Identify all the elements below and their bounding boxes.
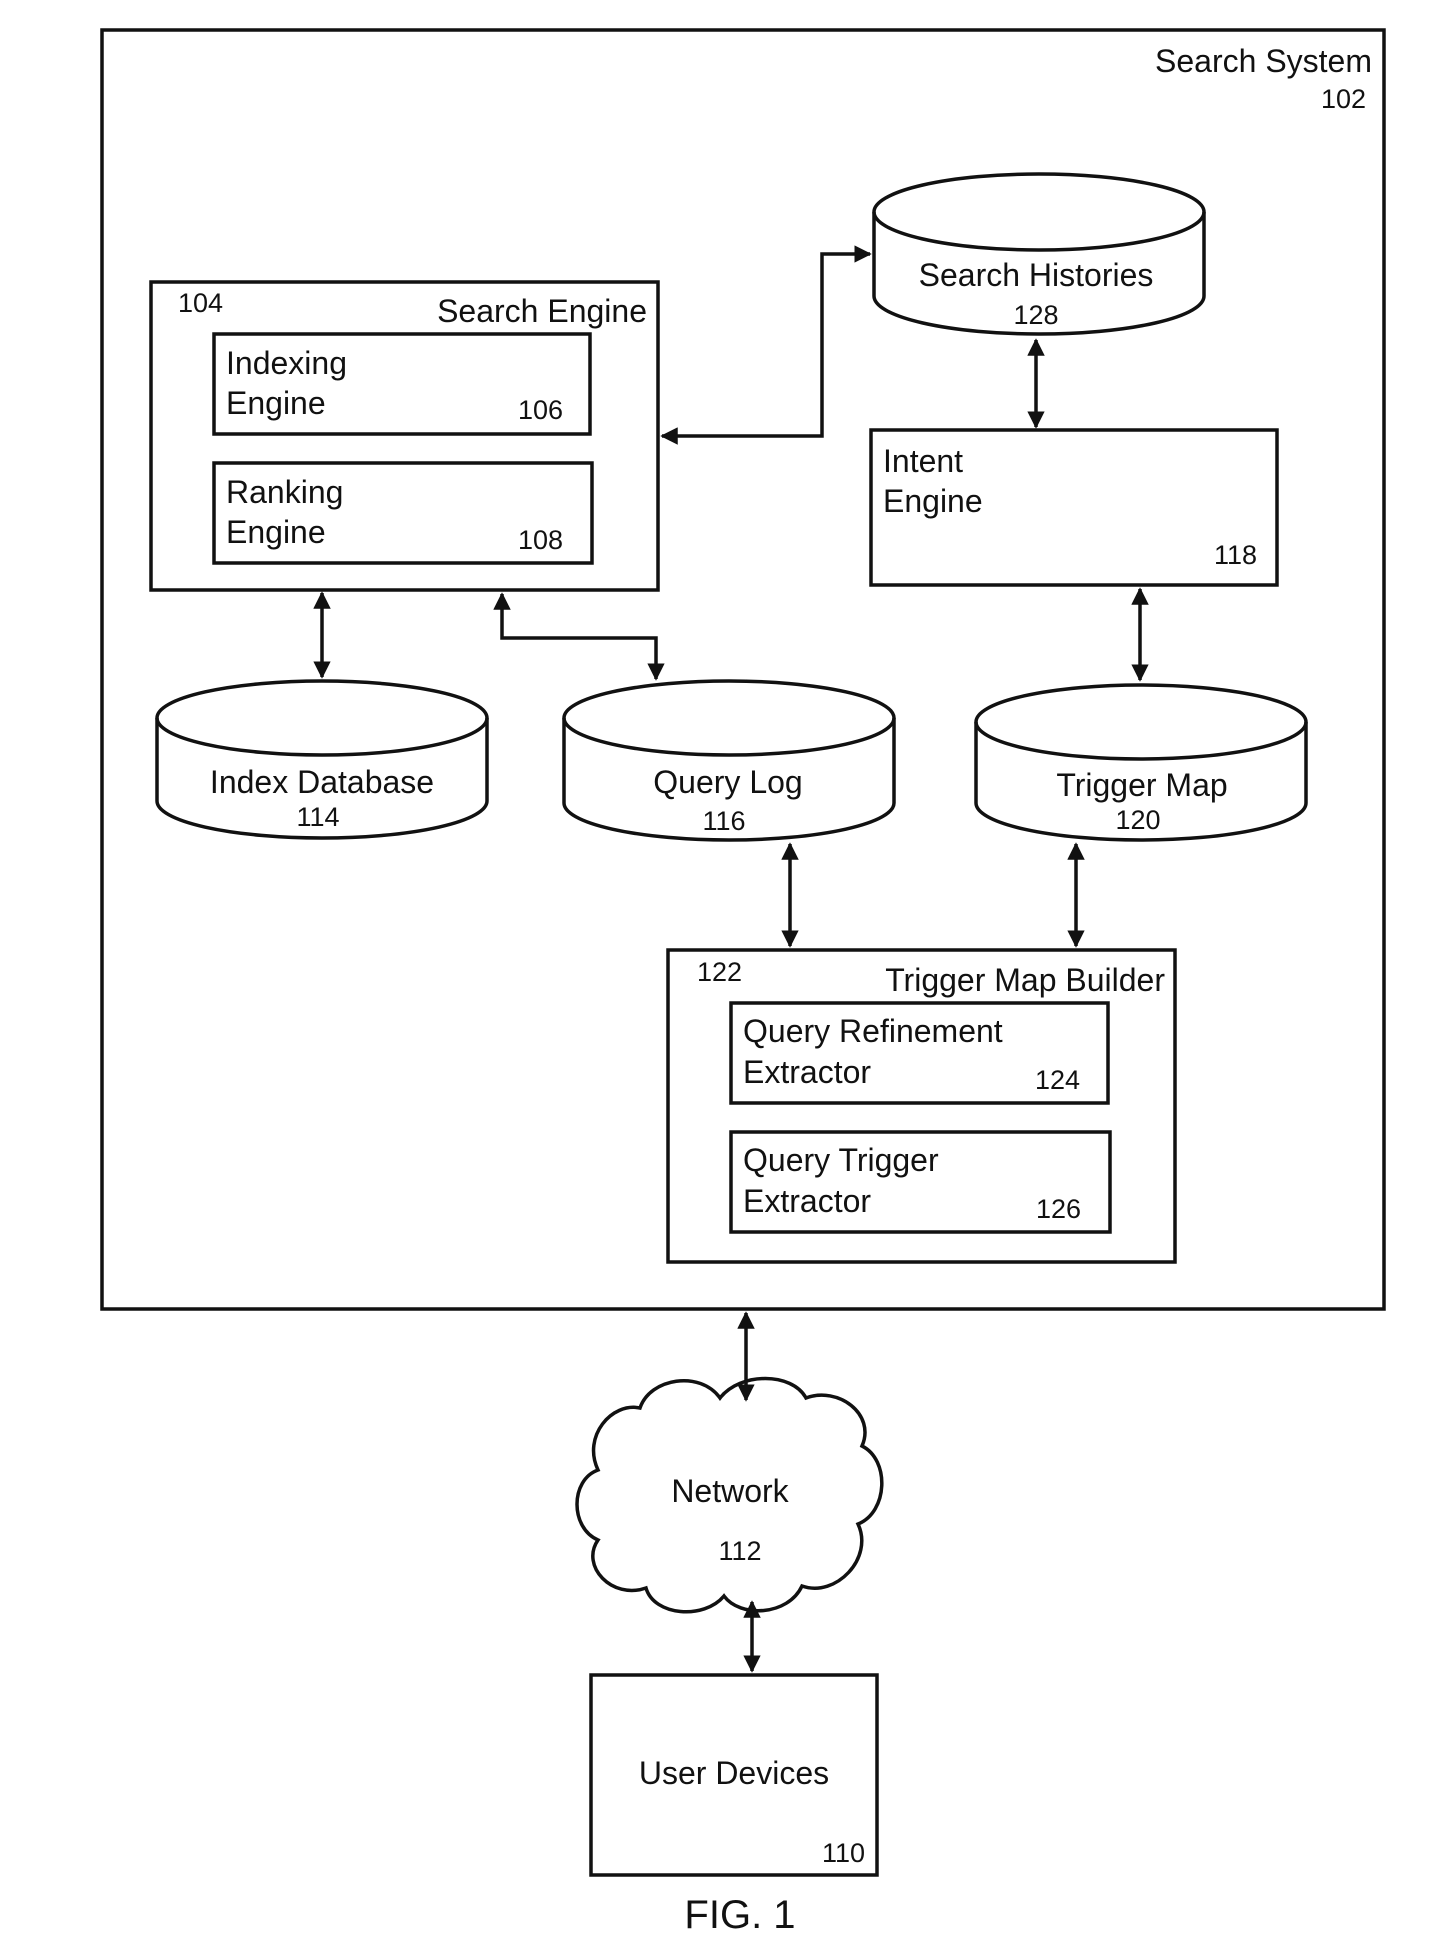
query-trigger-extractor-box: Query Trigger Extractor 126 <box>729 1130 1112 1234</box>
index-database-label: Index Database <box>210 764 434 800</box>
search-histories-ref: 128 <box>1013 300 1058 330</box>
search-engine-ref: 104 <box>178 288 223 318</box>
connectors <box>313 245 1149 1673</box>
trigger-map-builder-ref: 122 <box>697 957 742 987</box>
query-trigger-extractor-label-line1: Query Trigger <box>743 1142 939 1178</box>
search-system-ref: 102 <box>1321 84 1366 114</box>
arrow-search-engine-query-log <box>493 592 665 681</box>
user-devices-ref: 110 <box>822 1838 865 1868</box>
user-devices-box: User Devices 110 <box>589 1673 879 1877</box>
trigger-map-ref: 120 <box>1115 805 1160 835</box>
index-database-cylinder: Index Database 114 <box>155 679 489 840</box>
intent-engine-box: Intent Engine 118 <box>869 428 1279 587</box>
intent-engine-ref: 118 <box>1214 540 1257 570</box>
search-system-label: Search System <box>1155 43 1372 79</box>
query-log-cylinder: Query Log 116 <box>562 679 896 842</box>
network-label: Network <box>671 1473 789 1509</box>
trigger-map-label: Trigger Map <box>1056 767 1227 803</box>
network-ref: 112 <box>718 1536 761 1566</box>
ranking-engine-box: Ranking Engine 108 <box>212 461 594 565</box>
arrow-search-engine-search-histories <box>660 245 872 445</box>
indexing-engine-box: Indexing Engine 106 <box>212 332 592 436</box>
search-histories-cylinder: Search Histories 128 <box>872 172 1206 336</box>
ranking-engine-ref: 108 <box>518 525 563 555</box>
query-log-ref: 116 <box>702 806 745 836</box>
search-engine-label: Search Engine <box>437 293 647 329</box>
query-trigger-extractor-ref: 126 <box>1036 1194 1081 1224</box>
network-cloud: Network 112 <box>575 1376 884 1614</box>
indexing-engine-ref: 106 <box>518 395 563 425</box>
query-refinement-extractor-label-line1: Query Refinement <box>743 1013 1003 1049</box>
trigger-map-builder-label: Trigger Map Builder <box>885 962 1165 998</box>
intent-engine-label-line1: Intent <box>883 443 963 479</box>
figure-caption: FIG. 1 <box>684 1893 795 1937</box>
query-refinement-extractor-ref: 124 <box>1035 1065 1080 1095</box>
index-database-ref: 114 <box>296 802 339 832</box>
query-refinement-extractor-box: Query Refinement Extractor 124 <box>729 1001 1110 1105</box>
indexing-engine-label-line1: Indexing <box>226 345 347 381</box>
indexing-engine-label-line2: Engine <box>226 385 326 421</box>
search-histories-label: Search Histories <box>919 257 1154 293</box>
ranking-engine-label-line2: Engine <box>226 514 326 550</box>
trigger-map-cylinder: Trigger Map 120 <box>974 683 1308 842</box>
query-refinement-extractor-label-line2: Extractor <box>743 1054 871 1090</box>
intent-engine-label-line2: Engine <box>883 483 983 519</box>
query-log-label: Query Log <box>653 764 802 800</box>
ranking-engine-label-line1: Ranking <box>226 474 343 510</box>
user-devices-label: User Devices <box>639 1755 829 1791</box>
query-trigger-extractor-label-line2: Extractor <box>743 1183 871 1219</box>
